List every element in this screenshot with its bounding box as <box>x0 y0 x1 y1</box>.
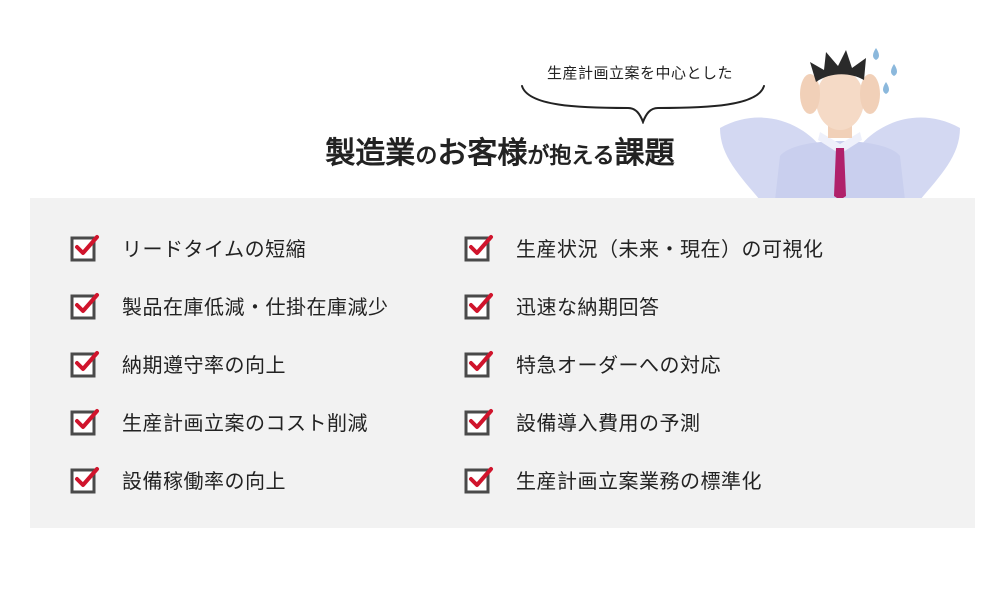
checkbox-checked-icon <box>70 232 100 262</box>
challenges-left-column: リードタイムの短縮 製品在庫低減・仕掛在庫減少 納期遵守率の向上 生産計画立案の… <box>70 218 389 508</box>
checkbox-checked-icon <box>70 290 100 320</box>
list-item: 迅速な納期回答 <box>464 276 824 334</box>
list-item: 生産状況（未来・現在）の可視化 <box>464 218 824 276</box>
list-item-label: 生産状況（未来・現在）の可視化 <box>516 236 824 261</box>
list-item: 生産計画立案業務の標準化 <box>464 450 824 508</box>
title-part-5: 課題 <box>614 136 675 171</box>
header-subtitle: 生産計画立案を中心とした <box>546 64 733 82</box>
page-title: 製造業のお客様が抱える課題 <box>290 128 710 172</box>
list-item: 製品在庫低減・仕掛在庫減少 <box>70 276 389 334</box>
list-item-label: 生産計画立案業務の標準化 <box>516 468 762 493</box>
checkbox-checked-icon <box>464 406 494 436</box>
list-item: 生産計画立案のコスト削減 <box>70 392 389 450</box>
list-item-label: 設備導入費用の予測 <box>516 410 701 435</box>
list-item-label: 納期遵守率の向上 <box>122 352 286 377</box>
checkbox-checked-icon <box>464 290 494 320</box>
list-item: 納期遵守率の向上 <box>70 334 389 392</box>
list-item-label: 製品在庫低減・仕掛在庫減少 <box>122 294 389 319</box>
checkbox-checked-icon <box>464 464 494 494</box>
list-item: 設備稼働率の向上 <box>70 450 389 508</box>
list-item-label: 特急オーダーへの対応 <box>516 352 721 377</box>
title-part-3: お客様 <box>437 136 528 171</box>
worried-businessman-illustration <box>720 48 960 200</box>
list-item: リードタイムの短縮 <box>70 218 389 276</box>
challenges-right-column: 生産状況（未来・現在）の可視化 迅速な納期回答 特急オーダーへの対応 設備導入費… <box>464 218 824 508</box>
title-part-4: が抱える <box>527 144 615 169</box>
list-item: 設備導入費用の予測 <box>464 392 824 450</box>
list-item-label: 設備稼働率の向上 <box>122 468 286 493</box>
title-part-2: の <box>415 144 438 169</box>
checkbox-checked-icon <box>70 464 100 494</box>
challenges-panel: リードタイムの短縮 製品在庫低減・仕掛在庫減少 納期遵守率の向上 生産計画立案の… <box>30 198 975 528</box>
checkbox-checked-icon <box>464 232 494 262</box>
checkbox-checked-icon <box>70 348 100 378</box>
title-part-1: 製造業 <box>325 136 416 171</box>
list-item-label: リードタイムの短縮 <box>122 236 307 261</box>
list-item: 特急オーダーへの対応 <box>464 334 824 392</box>
list-item-label: 迅速な納期回答 <box>516 294 660 319</box>
checkbox-checked-icon <box>70 406 100 436</box>
list-item-label: 生産計画立案のコスト削減 <box>122 410 368 435</box>
curly-brace-decoration <box>521 85 765 124</box>
checkbox-checked-icon <box>464 348 494 378</box>
